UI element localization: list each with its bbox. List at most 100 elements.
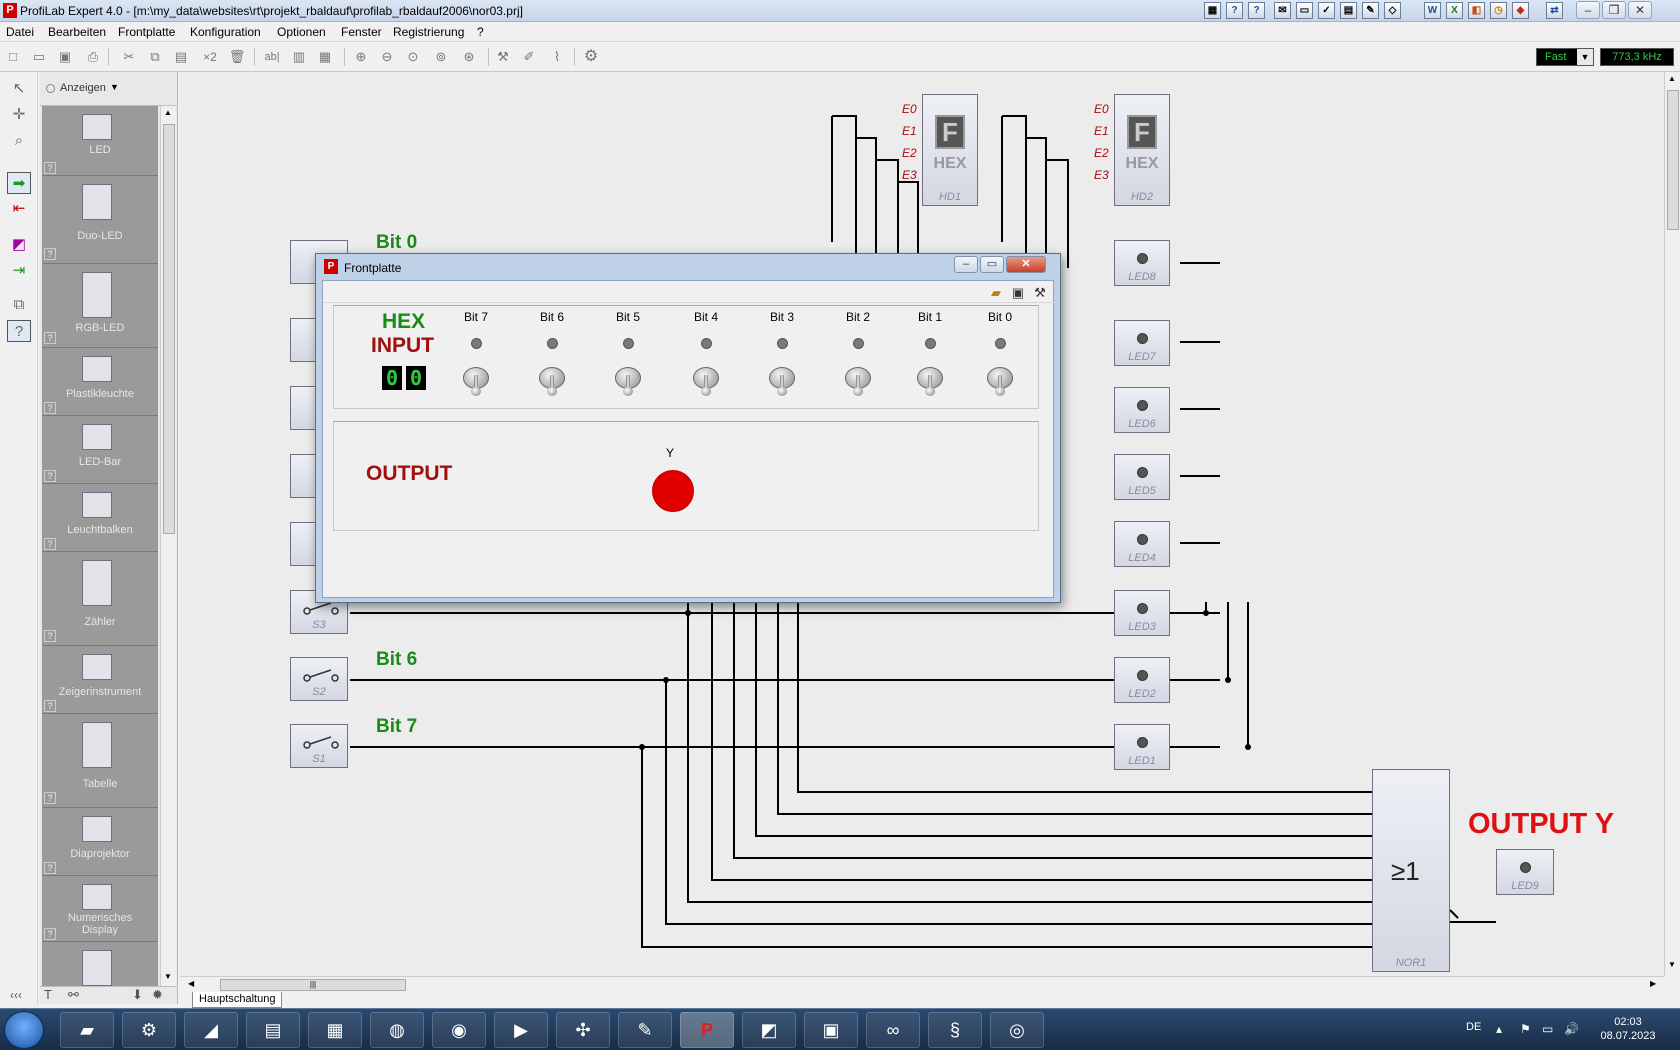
palette-item-led[interactable]: LED ? xyxy=(42,106,158,176)
print-icon[interactable]: ⎙ xyxy=(87,49,99,64)
frontpanel-icon[interactable]: ◩ xyxy=(11,236,27,253)
menu-bearbeiten[interactable]: Bearbeiten xyxy=(48,25,107,39)
switch-s1[interactable]: S1 xyxy=(290,724,348,768)
paste-icon[interactable]: ▤ xyxy=(174,49,188,64)
crosshair-icon[interactable]: ✛ xyxy=(12,106,26,123)
zoom-all-icon[interactable]: ⊛ xyxy=(463,49,475,64)
zoom-in-icon[interactable]: ⊕ xyxy=(355,49,367,64)
switch-s2[interactable]: S2 xyxy=(290,657,348,701)
palette-item-numerisches-display[interactable]: Numerisches Display ? xyxy=(42,876,158,942)
scroll-left-icon[interactable]: ◀ xyxy=(188,979,195,988)
led-led4[interactable]: LED4 xyxy=(1114,521,1170,567)
led-led8[interactable]: LED8 xyxy=(1114,240,1170,286)
settings-gear-icon[interactable]: ⚙ xyxy=(583,48,599,65)
grid-icon[interactable]: ▥ xyxy=(292,49,306,64)
probe-icon[interactable]: ✐ xyxy=(523,49,535,64)
taskbar-globe-icon[interactable]: ◍ xyxy=(370,1012,424,1048)
hex-display-hd2[interactable]: F HEX HD2 xyxy=(1114,94,1170,206)
fp-minimize-button[interactable]: – xyxy=(954,256,978,273)
canvas-vscrollbar[interactable]: ▲ ▼ xyxy=(1664,72,1680,976)
select-arrow-icon[interactable]: ↖ xyxy=(12,80,26,97)
frontplatte-window[interactable]: P Frontplatte – ▭ ✕ ▰ ▣ ⚒ HEX INPUT 0 0 … xyxy=(315,253,1061,603)
scroll-down-icon[interactable]: ▼ xyxy=(164,972,172,981)
menu-frontplatte[interactable]: Frontplatte xyxy=(118,25,176,39)
tab-hauptschaltung[interactable]: Hauptschaltung xyxy=(192,992,283,1008)
radio-icon[interactable] xyxy=(46,84,55,93)
menu-help[interactable]: ? xyxy=(477,25,484,39)
notes-icon[interactable]: ✎ xyxy=(1362,2,1379,19)
tray-network-icon[interactable]: ▭ xyxy=(1542,1022,1554,1036)
led-led1[interactable]: LED1 xyxy=(1114,724,1170,770)
zoom-out-icon[interactable]: ⊖ xyxy=(381,49,393,64)
toggle-switch-bit-4[interactable] xyxy=(693,363,719,396)
menu-datei[interactable]: Datei xyxy=(6,25,35,39)
copy-icon[interactable]: ⧉ xyxy=(150,49,160,64)
help-pointer-icon[interactable]: ? xyxy=(7,320,31,342)
led-led2[interactable]: LED2 xyxy=(1114,657,1170,703)
save-icon[interactable]: ▣ xyxy=(58,49,72,64)
palette-item-leuchtbalken[interactable]: Leuchtbalken ? xyxy=(42,484,158,552)
start-button[interactable] xyxy=(4,1011,44,1049)
cable-icon[interactable]: ⌇ xyxy=(553,49,561,64)
open-folder-icon[interactable]: ▰ xyxy=(991,285,1001,300)
checklist-icon[interactable]: ✓ xyxy=(1318,2,1335,19)
palette-scrollbar[interactable]: ▲ ▼ xyxy=(160,106,176,986)
office-icon-2[interactable]: ◈ xyxy=(1512,2,1529,19)
taskbar-app-icon-2[interactable]: ◢ xyxy=(184,1012,238,1048)
export-icon[interactable]: ⇥ xyxy=(12,262,26,279)
duplicate-button[interactable]: ×2 xyxy=(203,50,217,64)
palette-item-diaprojektor[interactable]: Diaprojektor ? xyxy=(42,808,158,876)
simulation-speed-select[interactable]: Fast ▼ xyxy=(1536,48,1594,66)
menu-konfiguration[interactable]: Konfiguration xyxy=(190,25,261,39)
palette-item-partial[interactable] xyxy=(42,942,158,986)
palette-item-zeigerinstrument[interactable]: Zeigerinstrument ? xyxy=(42,646,158,714)
binoculars-icon[interactable]: ⚯ xyxy=(68,987,79,1002)
canvas-hscrollbar[interactable]: ◀ ||| ▶ xyxy=(180,976,1664,992)
menu-fenster[interactable]: Fenster xyxy=(341,25,382,39)
tray-language[interactable]: DE xyxy=(1466,1021,1482,1033)
toggle-switch-bit-5[interactable] xyxy=(615,363,641,396)
mail-icon[interactable]: ✉ xyxy=(1274,2,1291,19)
taskbar-clock[interactable]: 02:03 08.07.2023 xyxy=(1596,1015,1660,1043)
palette-view-mode[interactable]: Anzeigen xyxy=(60,82,106,94)
palette-item-zaehler[interactable]: Zähler ? xyxy=(42,552,158,646)
taskbar-app-icon-3[interactable]: ▤ xyxy=(246,1012,300,1048)
taskbar-profilab-icon[interactable]: P xyxy=(680,1012,734,1048)
close-button[interactable]: ✕ xyxy=(1628,1,1652,19)
save-icon[interactable]: ▣ xyxy=(1011,285,1025,300)
taskbar-explorer-icon[interactable]: ▰ xyxy=(60,1012,114,1048)
help-icon[interactable]: ? xyxy=(1226,2,1243,19)
cut-icon[interactable]: ✂ xyxy=(123,49,135,64)
word-icon[interactable]: W xyxy=(1424,2,1441,19)
window-icon[interactable]: ▭ xyxy=(1296,2,1313,19)
run-arrow-icon[interactable]: ➡ xyxy=(7,172,31,194)
menu-registrierung[interactable]: Registrierung xyxy=(393,25,465,39)
new-file-icon[interactable]: □ xyxy=(9,49,17,64)
tools-icon[interactable]: ⚒ xyxy=(1034,285,1046,300)
office-icon[interactable]: ◧ xyxy=(1468,2,1485,19)
menu-optionen[interactable]: Optionen xyxy=(277,25,326,39)
led-led6[interactable]: LED6 xyxy=(1114,387,1170,433)
columns-icon[interactable]: ▦ xyxy=(318,49,332,64)
gear-icon[interactable]: ✹ xyxy=(152,987,163,1002)
palette-scroll-thumb[interactable] xyxy=(163,124,175,534)
taskbar-paint-icon[interactable]: ✎ xyxy=(618,1012,672,1048)
taskbar-app-icon-5[interactable]: ◩ xyxy=(742,1012,796,1048)
taskbar-app-icon[interactable]: ⚙ xyxy=(122,1012,176,1048)
tray-volume-icon[interactable]: 🔊 xyxy=(1564,1022,1579,1036)
taskbar-app-icon-8[interactable]: ◎ xyxy=(990,1012,1044,1048)
help-icon-2[interactable]: ? xyxy=(1248,2,1265,19)
nor-gate[interactable]: ≥1 NOR1 xyxy=(1372,769,1450,972)
toggle-switch-bit-3[interactable] xyxy=(769,363,795,396)
chevron-down-icon[interactable]: ▼ xyxy=(110,82,119,92)
card-icon[interactable]: ▤ xyxy=(1340,2,1357,19)
zoom-fit-icon[interactable]: ⊙ xyxy=(407,49,419,64)
taskbar-media-icon[interactable]: ▶ xyxy=(494,1012,548,1048)
led-led9[interactable]: LED9 xyxy=(1496,849,1554,895)
hex-display-hd1[interactable]: F HEX HD1 xyxy=(922,94,978,206)
magnifier-icon[interactable]: ⌕ xyxy=(14,132,24,149)
teamviewer-icon[interactable]: ⇄ xyxy=(1546,2,1563,19)
minimize-button[interactable]: – xyxy=(1576,1,1600,19)
collapse-palette-button[interactable]: ‹‹‹ xyxy=(10,988,22,1002)
toggle-switch-bit-1[interactable] xyxy=(917,363,943,396)
